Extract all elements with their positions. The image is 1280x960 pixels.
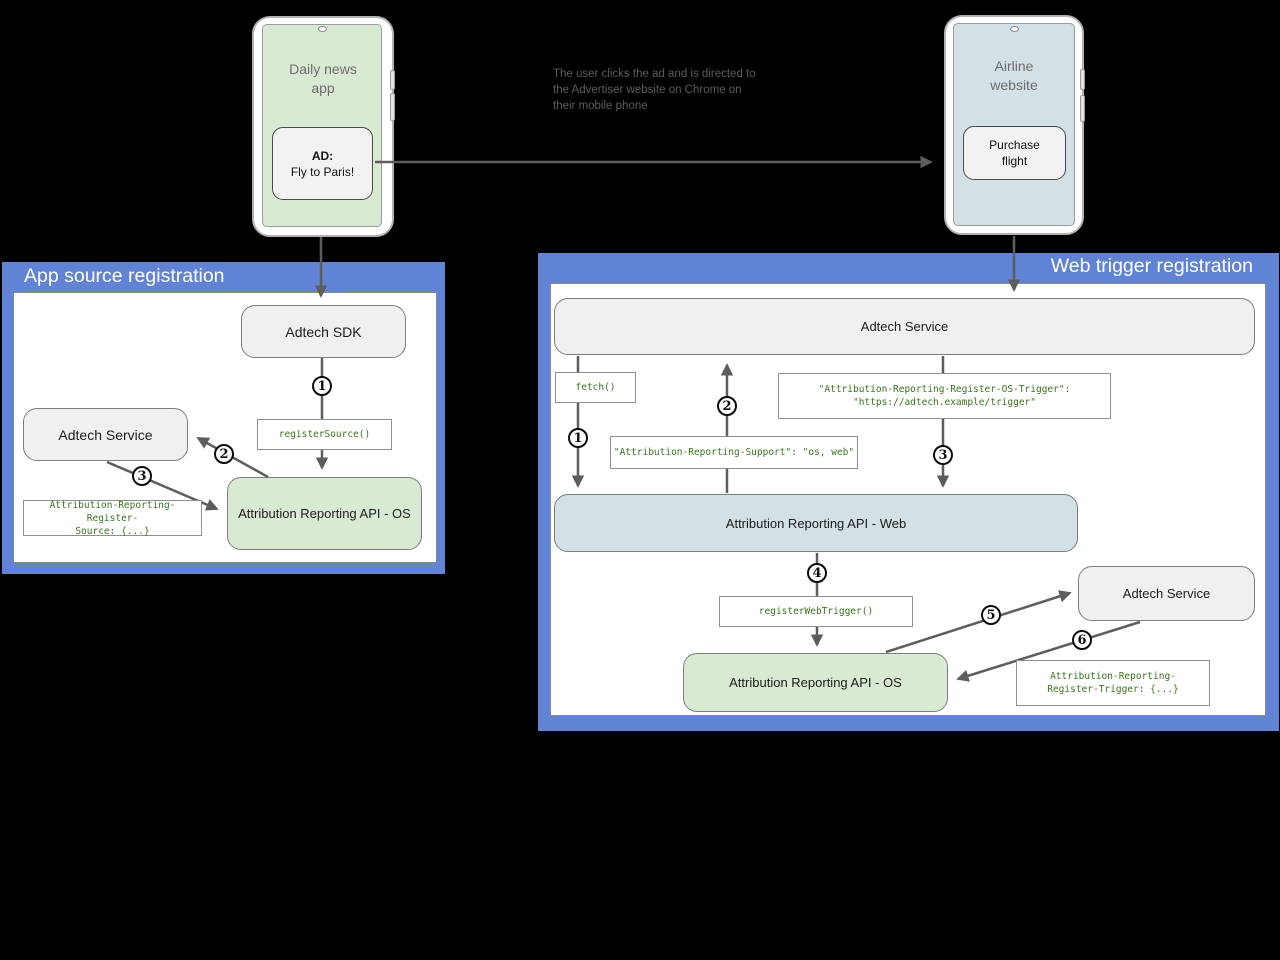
ad-card: AD: Fly to Paris! (272, 127, 373, 200)
code-register-source-header: Attribution-Reporting-Register- Source: … (23, 500, 202, 537)
phone-power-button (1080, 69, 1085, 90)
code-os-trigger-header: "Attribution-Reporting-Register-OS-Trigg… (778, 373, 1111, 419)
step-2-app: 2 (214, 444, 234, 464)
ad-card-text: Fly to Paris! (290, 164, 355, 179)
code-support-header: "Attribution-Reporting-Support": "os, we… (610, 436, 858, 469)
airline-phone-screen (953, 23, 1075, 226)
phone-volume-button (390, 93, 395, 121)
purchase-flight-card: Purchase flight (963, 126, 1066, 180)
node-adtech-service-web-top: Adtech Service (554, 298, 1255, 355)
node-attribution-api-os-app: Attribution Reporting API - OS (227, 477, 422, 550)
step-4-web: 4 (807, 563, 827, 583)
web-trigger-panel-title: Web trigger registration (1050, 255, 1253, 277)
node-attribution-api-os-web: Attribution Reporting API - OS (683, 653, 948, 712)
phone-volume-button (1080, 95, 1085, 122)
phone-camera-icon (318, 26, 327, 32)
step-1-app: 1 (312, 376, 332, 396)
node-adtech-service-web-right: Adtech Service (1078, 566, 1255, 621)
phone-camera-icon (1010, 26, 1019, 32)
step-1-web: 1 (568, 428, 588, 448)
daily-news-phone: Daily news app AD: Fly to Paris! (252, 16, 395, 237)
daily-news-app-title: Daily news app (289, 61, 357, 96)
code-register-trigger-header: Attribution-Reporting- Register-Trigger:… (1016, 660, 1210, 706)
app-source-panel-title: App source registration (24, 265, 225, 287)
step-3-web: 3 (933, 445, 953, 465)
step-2-web: 2 (717, 396, 737, 416)
user-click-caption: The user clicks the ad and is directed t… (553, 68, 756, 112)
code-register-web-trigger: registerWebTrigger() (719, 596, 913, 627)
code-fetch: fetch() (555, 372, 636, 403)
step-5-web: 5 (981, 605, 1001, 625)
step-3-app: 3 (132, 466, 152, 486)
node-adtech-service-app: Adtech Service (23, 408, 188, 461)
ad-card-heading: AD: (311, 148, 334, 163)
step-6-web: 6 (1072, 630, 1092, 650)
airline-phone: Airline website Purchase flight (944, 15, 1085, 235)
code-register-source: registerSource() (257, 419, 392, 450)
phone-power-button (390, 70, 395, 90)
node-adtech-sdk: Adtech SDK (241, 305, 406, 358)
airline-website-title: Airline website (990, 58, 1038, 93)
node-attribution-api-web: Attribution Reporting API - Web (554, 494, 1078, 552)
